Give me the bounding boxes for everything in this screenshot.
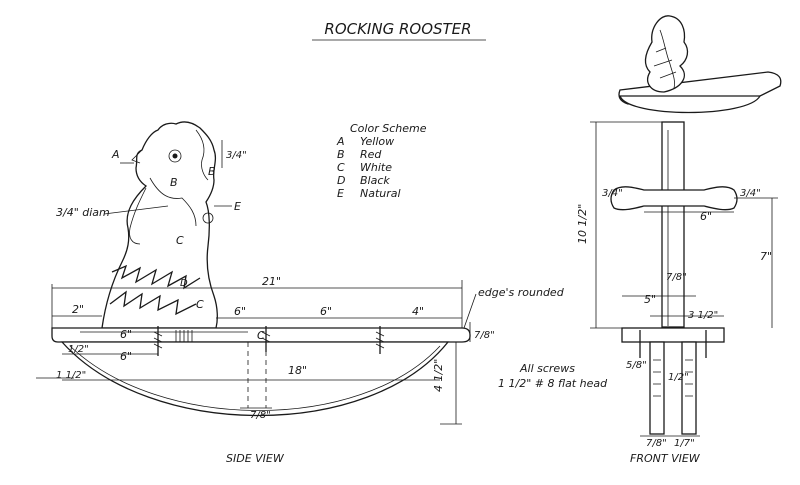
- rooster-neck-line: [149, 177, 197, 227]
- height-4-5-label: 4 1/2": [432, 359, 445, 392]
- front-post-7-8-label: 7/8": [666, 272, 687, 283]
- rooster-beak: [131, 149, 143, 164]
- front-handle-3-4a-label: 3/4": [602, 188, 623, 199]
- front-base-block: [621, 327, 725, 343]
- thick-7-8-label: 7/8": [474, 330, 495, 341]
- drawing-title: ROCKING ROOSTER: [324, 20, 471, 38]
- legend-color-e: Natural: [360, 187, 401, 200]
- front-leg-hatching: [653, 359, 693, 397]
- front-mid-1-2-label: 1/2": [668, 372, 689, 383]
- neck-dowel: [202, 212, 214, 224]
- front-7-label: 7": [760, 250, 772, 263]
- legend-color-c: White: [360, 161, 392, 174]
- small-half-label: 1/2": [68, 344, 89, 355]
- label-b-head: B: [170, 176, 178, 189]
- rooster-eye-pupil: [172, 153, 178, 159]
- left-1-5-label: 1 1/2": [56, 370, 86, 381]
- rocker-inner-line: [69, 345, 441, 411]
- front-bottom-7-8-label: 7/8": [646, 438, 667, 449]
- front-base-3-5-label: 3 1/2": [688, 310, 718, 321]
- mid-6a-label: 6": [234, 305, 246, 318]
- mid-6b-label: 6": [320, 305, 332, 318]
- left-2-label: 2": [72, 303, 84, 316]
- front-leg-right: [681, 341, 697, 435]
- rooster-wing-feathers-2: [109, 290, 197, 316]
- label-c-wing: C: [196, 298, 204, 311]
- rooster-comb-line: [195, 129, 209, 181]
- rooster-wing-feathers-1: [111, 264, 201, 290]
- legend-key-b: B: [337, 148, 345, 161]
- label-c-seat: C: [257, 329, 265, 342]
- seat-board: [51, 327, 471, 343]
- front-rocker-top: [619, 95, 762, 114]
- screw-1: [153, 326, 163, 356]
- front-side-5-8-label: 5/8": [626, 360, 647, 371]
- rocker-6-label: 6": [120, 350, 132, 363]
- note-edges-rounded: edge's rounded: [478, 286, 565, 299]
- eye-diam-label: 3/4" diam: [56, 206, 110, 219]
- legend-key-e: E: [337, 187, 344, 200]
- front-10-5-label: 10 1/2": [576, 204, 589, 244]
- front-post: [661, 121, 685, 328]
- rooster-eye: [168, 149, 182, 163]
- label-a: A: [111, 148, 120, 161]
- note-all-screws: All screws: [519, 362, 575, 375]
- label-d: D: [180, 278, 188, 289]
- legend-color-a: Yellow: [360, 135, 394, 148]
- side-view: A B B C C C D E 3/4" diam 3/4" 21" 2" 6"…: [36, 121, 608, 465]
- note-edges-leader: [463, 293, 477, 329]
- mid-4-label: 4": [412, 305, 424, 318]
- front-handle-6-label: 6": [700, 210, 712, 223]
- rooster-chest-line: [129, 187, 147, 245]
- slot-7-8-label: 7/8": [250, 410, 271, 421]
- rooster-body-outline: [101, 121, 218, 329]
- label-c-body: C: [176, 234, 184, 247]
- front-bottom-1-7-label: 1/7": [674, 438, 695, 449]
- front-leg-left: [649, 341, 665, 435]
- screw-3: [375, 326, 385, 354]
- label-e: E: [234, 200, 241, 213]
- legend-key-c: C: [337, 161, 345, 174]
- overall-dim-label: 21": [262, 275, 281, 288]
- legend-key-a: A: [336, 135, 345, 148]
- side-view-caption: SIDE VIEW: [226, 452, 285, 465]
- lower-6-label: 6": [120, 328, 132, 341]
- legend-color-d: Black: [360, 174, 390, 187]
- front-view-caption: FRONT VIEW: [630, 452, 701, 465]
- label-b-comb: B: [208, 165, 216, 178]
- legend-key-d: D: [337, 174, 345, 187]
- head-height-label: 3/4": [226, 150, 247, 161]
- legend-color-b: Red: [360, 148, 382, 161]
- front-base-5-label: 5": [644, 293, 656, 306]
- color-scheme-heading: Color Scheme: [350, 122, 427, 135]
- color-scheme-legend: Color Scheme A Yellow B Red C White D Bl…: [336, 122, 427, 200]
- hatching: [175, 330, 193, 342]
- front-view: 10 1/2" 7" 6" 3/4" 3/4" 7/8" 5" 3 1/2" 5…: [576, 15, 782, 465]
- note-screw-spec: 1 1/2" # 8 flat head: [498, 377, 608, 390]
- eye-diam-leader: [103, 205, 169, 215]
- front-rooster-feathers: [653, 29, 677, 89]
- rocker-18-label: 18": [288, 364, 307, 377]
- screw-2: [261, 326, 271, 352]
- front-handle: [610, 186, 738, 211]
- front-handle-3-4b-label: 3/4": [740, 188, 761, 199]
